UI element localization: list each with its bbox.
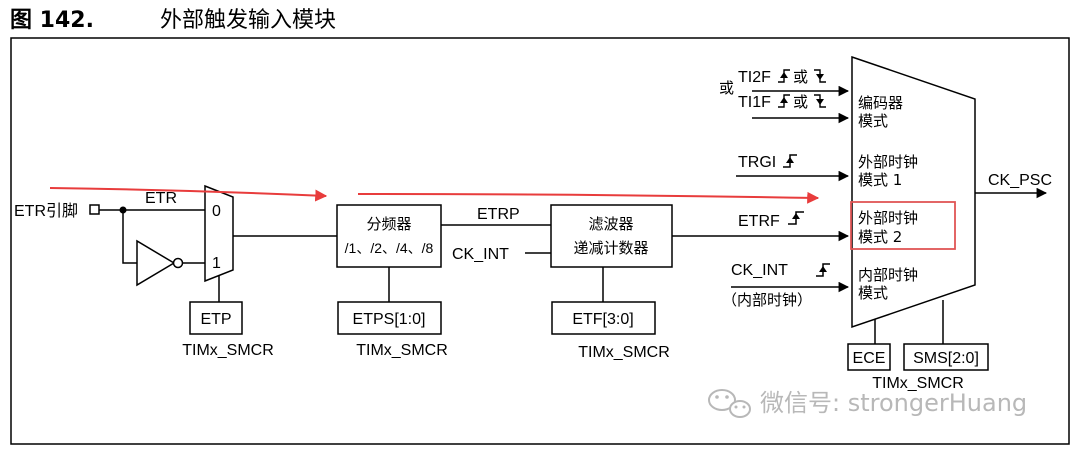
figure-title: 图 142. 外部触发输入模块 (10, 2, 336, 34)
watermark-text: 微信号: strongerHuang (760, 389, 1027, 417)
etr-pin-label: ETR引脚 (14, 202, 78, 220)
etrf-label: ETRF (738, 213, 780, 230)
sms-label: SMS[2:0] (913, 350, 979, 367)
etps-label: ETPS[1:0] (353, 311, 426, 328)
mux-input-0: 0 (212, 203, 221, 220)
etp-box (189, 301, 243, 335)
mux-input-1: 1 (212, 255, 221, 272)
etf-register: TIMx_SMCR (578, 344, 670, 361)
internal-ck-int-label: CK_INT (731, 262, 788, 279)
ext-clock-mode1-line2: 模式 1 (858, 171, 902, 189)
inverter-wire-in (122, 210, 137, 264)
ext-clock-mode2-line1: 外部时钟 (858, 209, 918, 227)
etps-register: TIMx_SMCR (356, 342, 448, 359)
ti1f-rising-arrow-icon (780, 97, 788, 103)
ece-label: ECE (853, 350, 886, 367)
etrf-rising-arrow-icon (792, 213, 800, 219)
trgi-rising-arrow-icon (786, 157, 794, 163)
ti2f-or-label: 或 (793, 68, 808, 86)
ti2f-falling-arrow-icon (816, 74, 824, 80)
ck-int-label: CK_INT (452, 246, 509, 263)
internal-clock-mode-line2: 模式 (858, 284, 888, 302)
ti1f-falling-arrow-icon (816, 99, 824, 105)
mode2-highlight-box (850, 201, 956, 250)
encoder-mode-line1: 编码器 (858, 94, 903, 112)
figure-number: 图 142. (10, 8, 94, 33)
ext-clock-mode2-line2: 模式 2 (858, 228, 902, 246)
filter-label: 滤波器 (588, 215, 633, 233)
ti1f-or-label: 或 (793, 93, 808, 111)
figure-frame (10, 37, 1070, 445)
ti2f-label: TI2F (738, 69, 771, 86)
internal-clock-note: （内部时钟） (722, 291, 812, 309)
etf-box (551, 301, 656, 335)
ck-int-rising-arrow-icon (819, 266, 827, 272)
clock-mode-selector (851, 55, 976, 329)
inverter-gate (136, 239, 176, 287)
prescaler-label: 分频器 (366, 215, 411, 233)
ext-clock-mode1-line1: 外部时钟 (858, 153, 918, 171)
etp-label: ETP (200, 311, 231, 328)
sms-box (903, 343, 989, 371)
sms-register: TIMx_SMCR (872, 375, 964, 392)
etf-label: ETF[3:0] (572, 311, 633, 328)
trgi-label: TRGI (738, 154, 776, 171)
etr-pin-pad (89, 204, 100, 215)
etrp-label: ETRP (477, 206, 520, 223)
etp-register: TIMx_SMCR (182, 342, 274, 359)
figure-caption: 外部触发输入模块 (160, 8, 337, 33)
ck-psc-label: CK_PSC (988, 172, 1052, 189)
internal-clock-mode-line1: 内部时钟 (858, 266, 918, 284)
encoder-mode-line2: 模式 (858, 112, 888, 130)
etps-box (337, 301, 442, 335)
polarity-mux (204, 184, 234, 283)
filter-counter-label: 递减计数器 (573, 239, 648, 257)
ti2f-rising-arrow-icon (780, 72, 788, 78)
inverter-bubble (172, 257, 184, 269)
filter-box (550, 204, 673, 268)
red-arrow-1 (49, 187, 328, 202)
encoder-or-label: 或 (719, 79, 734, 97)
ti1f-label: TI1F (738, 94, 771, 111)
red-arrow-2 (357, 191, 820, 204)
ece-box (847, 343, 891, 371)
prescaler-ratios: /1、/2、/4、/8 (345, 240, 434, 256)
prescaler-box (336, 204, 442, 268)
wechat-logo-icon (708, 389, 751, 418)
etr-label: ETR (145, 190, 177, 207)
